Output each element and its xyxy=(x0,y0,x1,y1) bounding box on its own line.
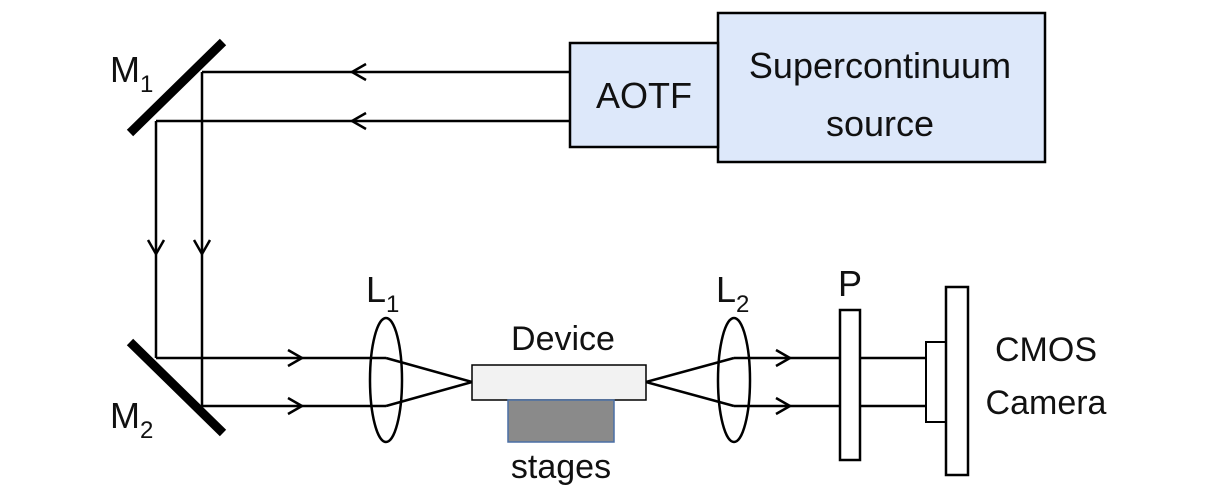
stages-block xyxy=(507,399,615,443)
device-label: Device xyxy=(511,320,615,358)
camera-label-line1: CMOS xyxy=(995,331,1097,369)
upper-beam-arrow-icon xyxy=(349,62,367,82)
left-vertical-arrow-icon xyxy=(146,239,166,257)
source-label-line2: source xyxy=(826,103,934,144)
camera-label-line2: Camera xyxy=(986,384,1107,422)
mirror-m2-icon xyxy=(126,338,227,437)
stages-label: stages xyxy=(511,448,611,486)
vertical-beams xyxy=(146,72,212,406)
device-chip xyxy=(471,364,647,401)
right-vertical-arrow-icon xyxy=(192,239,212,257)
lens-l1-icon xyxy=(368,316,404,444)
upper-beam-right-arrow-icon xyxy=(287,348,305,368)
camera-sensor-icon xyxy=(925,341,947,423)
device: Device xyxy=(471,320,647,401)
cmos-camera: CMOS Camera xyxy=(925,285,1107,477)
aotf-box: AOTF xyxy=(568,41,720,149)
source-label-line1: Supercontinuum xyxy=(749,45,1011,86)
camera-body-icon xyxy=(944,285,970,477)
lens-l1-label: L1 xyxy=(366,269,399,318)
focus-cone-out xyxy=(645,356,735,408)
supercontinuum-source: Supercontinuum source xyxy=(716,11,1047,164)
upper-output-arrow-icon xyxy=(775,348,793,368)
focus-cone-in xyxy=(385,356,473,408)
mirror-m1-icon xyxy=(126,38,227,137)
mirror-m2: M2 xyxy=(110,338,227,444)
mirror-m1-label: M1 xyxy=(110,49,153,98)
lower-beam-right-arrow-icon xyxy=(287,396,305,416)
mirror-m1: M1 xyxy=(110,38,227,137)
polarizer-label: P xyxy=(838,263,862,304)
lens-l2: L2 xyxy=(716,269,752,444)
stages: stages xyxy=(507,399,615,486)
lower-beam-arrow-icon xyxy=(349,111,367,131)
aotf-label: AOTF xyxy=(596,75,692,116)
lower-output-arrow-icon xyxy=(775,396,793,416)
collimated-beams-in xyxy=(156,348,386,416)
lens-l1: L1 xyxy=(366,269,404,444)
polarizer: P xyxy=(838,263,862,462)
polarizer-icon xyxy=(838,308,862,462)
collimated-beams-out xyxy=(734,348,926,416)
lens-l2-icon xyxy=(716,316,752,444)
lens-l2-label: L2 xyxy=(716,269,749,318)
input-beams xyxy=(156,62,570,131)
mirror-m2-label: M2 xyxy=(110,395,153,444)
